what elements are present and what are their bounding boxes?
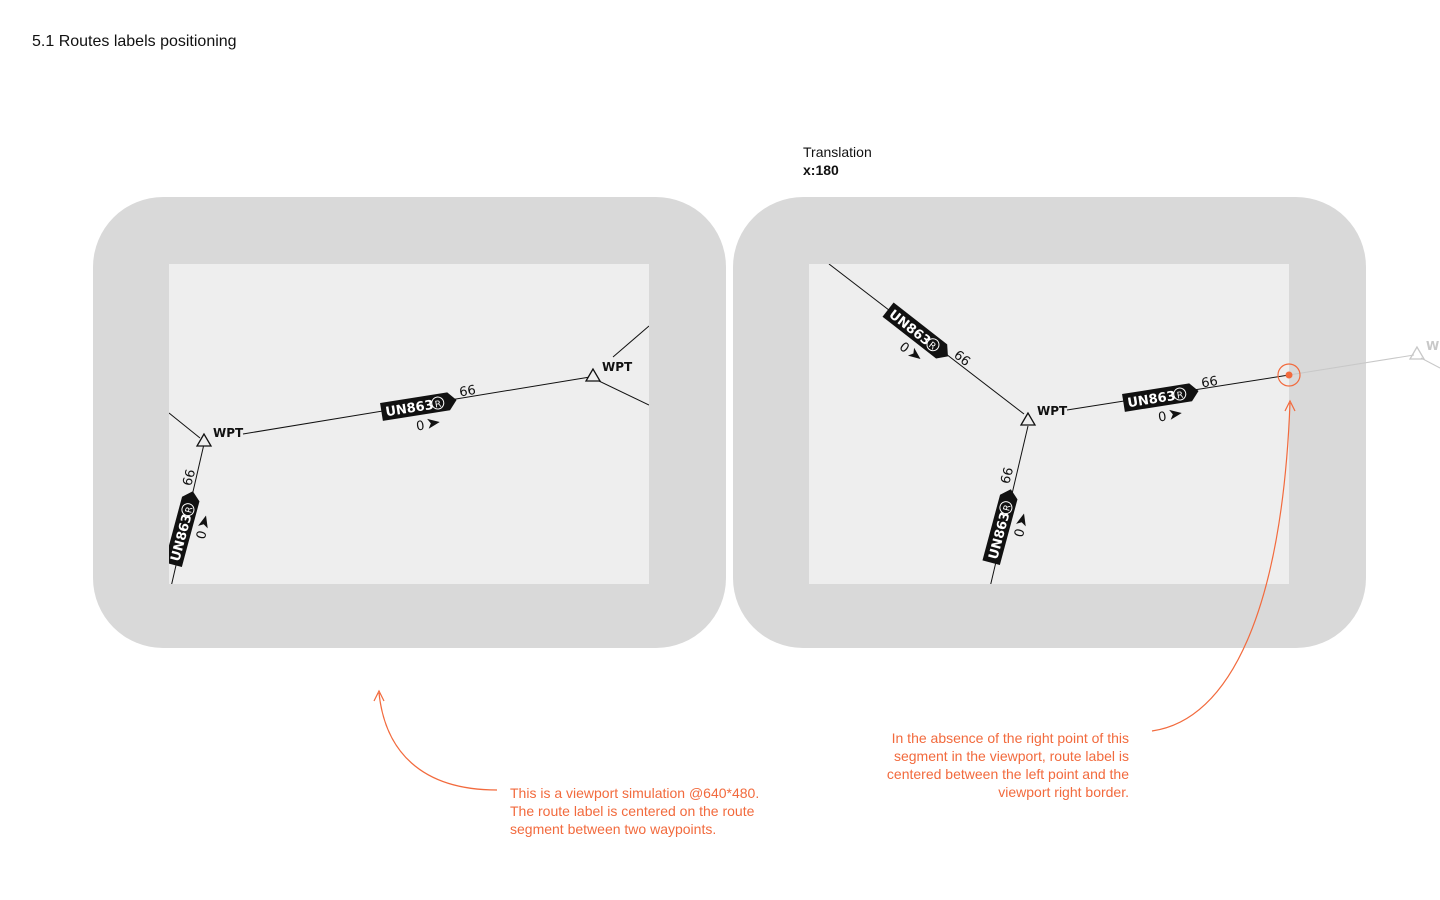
flight-level: 66 [998,466,1017,486]
restriction-r-icon [431,396,445,410]
waypoint-triangle-icon [584,367,602,382]
border-intersection-dot [1285,371,1293,379]
annotation-arrow-right [1151,402,1291,732]
route-segment [169,412,201,439]
restriction-letter: R [184,506,195,515]
translation-label: Translation [803,144,872,160]
offscreen-route-segment [1420,357,1440,369]
route-label-shape [380,392,457,421]
waypoint-triangle-icon [1019,411,1037,426]
lower-value: 0 [194,529,211,541]
route-label-shape [169,491,200,568]
route-segment [612,325,649,358]
flight-level: 66 [1200,374,1219,391]
lower-value: 0 [1012,527,1029,539]
translation-annotation: Translation x:180 [803,143,872,179]
annotation-arrow-left [378,692,498,791]
restriction-r-icon [926,338,940,352]
arrowhead-icon [1284,399,1296,412]
direction-arrow-icon [907,347,921,360]
viewport-note: This is a viewport simulation @640*480. … [510,785,760,837]
restriction-letter: R [926,340,937,352]
viewport-left [169,264,649,584]
restriction-r-icon [999,501,1013,515]
waypoint-triangle-icon [195,432,213,447]
viewport-right [809,264,1289,584]
page-title: 5.1 Routes labels positioning [32,33,237,50]
offscreen-route-segment [1288,354,1415,376]
waypoint-label: WPT [1037,404,1068,418]
flight-level: 66 [458,383,477,400]
direction-arrow-icon [427,418,440,429]
restriction-r-icon [181,503,195,517]
waypoint-label: WPT [602,360,633,374]
translation-value: x:180 [803,162,839,178]
offscreen-waypoint-label: WPT [1426,339,1440,353]
direction-arrow-icon [1169,409,1182,420]
offscreen-waypoint-icon [1408,345,1426,360]
direction-arrow-icon [198,515,208,529]
restriction-letter: R [1002,504,1013,513]
flight-level: 66 [180,468,199,488]
direction-arrow-icon [1016,513,1026,527]
restriction-letter: R [434,400,442,411]
absence-note: In the absence of the right point of thi… [886,730,1129,800]
border-intersection-marker [1277,363,1301,387]
viewport-left-map: WPT WPT UN863 R 66 0 UN863 R 66 0 [169,325,649,584]
arrowhead-icon [373,689,385,702]
restriction-r-icon [1173,387,1187,401]
lower-value: 0 [1157,409,1168,425]
route-label-shape [882,302,948,359]
route-label-shape [982,489,1018,566]
route-label-shape [1122,383,1199,412]
restriction-letter: R [1176,391,1184,402]
route-segment [598,380,649,406]
waypoint-label: WPT [213,426,244,440]
lower-value: 0 [415,418,426,434]
